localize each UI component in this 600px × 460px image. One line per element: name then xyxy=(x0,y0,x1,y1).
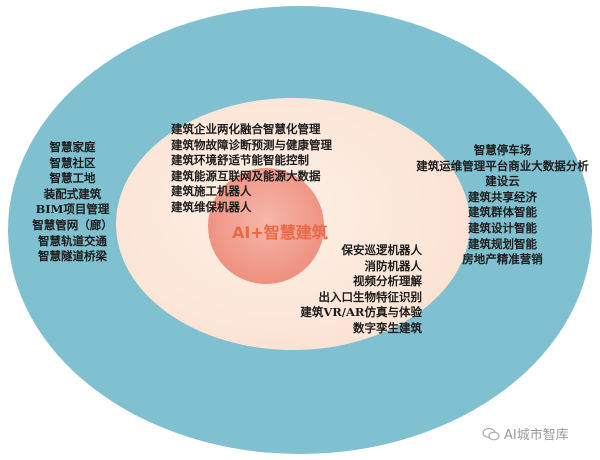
left-list: 智慧家庭 智慧社区 智慧工地 装配式建筑 BIM项目管理 智慧管网（廊） 智慧轨… xyxy=(20,140,125,265)
list-item: 数字孪生建筑 xyxy=(353,320,422,335)
center-title: AI+智慧建筑 xyxy=(232,223,328,242)
core-circle xyxy=(208,168,324,284)
top-list: 建筑企业两化融合智慧化管理 建筑物故障诊断预测与健康管理 建筑环境舒适节能智能控… xyxy=(171,122,332,216)
list-item: 建筑维保机器人 xyxy=(171,199,252,214)
list-item: 装配式建筑 xyxy=(43,186,102,201)
list-item: 建筑环境舒适节能智能控制 xyxy=(171,153,309,168)
watermark-text: AI城市智库 xyxy=(504,428,569,443)
list-item: 建筑VR/AR仿真与体验 xyxy=(300,305,422,320)
list-item: 智慧社区 xyxy=(49,155,96,170)
list-item: 智慧管网（廊） xyxy=(32,217,113,232)
list-item: 视频分析理解 xyxy=(353,274,422,289)
list-item: 建筑施工机器人 xyxy=(171,184,252,199)
list-item: 建筑规划智能 xyxy=(468,236,537,251)
list-item: 智慧隧道桥梁 xyxy=(38,249,107,264)
list-item: 建筑运维管理平台商业大数据分析 xyxy=(416,158,589,173)
list-item: 消防机器人 xyxy=(364,258,423,273)
list-item: 智慧轨道交通 xyxy=(38,233,107,248)
list-item: 建筑企业两化融合智慧化管理 xyxy=(171,122,321,136)
list-item: 保安巡逻机器人 xyxy=(341,243,423,257)
list-item: 智慧家庭 xyxy=(49,140,96,154)
bottom-list: 保安巡逻机器人 消防机器人 视频分析理解 出入口生物特征识别 建筑VR/AR仿真… xyxy=(240,243,422,337)
list-item: 房地产精准营销 xyxy=(462,252,543,267)
list-item: 智慧停车场 xyxy=(473,143,532,157)
list-item: 建筑设计智能 xyxy=(468,220,537,235)
list-item: BIM项目管理 xyxy=(35,202,110,217)
list-item: 建筑能源互联网及能源大数据 xyxy=(171,168,321,183)
list-item: 建设云 xyxy=(485,174,520,189)
list-item: 建筑共享经济 xyxy=(468,189,537,204)
list-item: 建筑物故障诊断预测与健康管理 xyxy=(171,137,332,152)
list-item: 智慧工地 xyxy=(49,171,96,186)
wechat-icon xyxy=(482,427,500,440)
right-list: 智慧停车场 建筑运维管理平台商业大数据分析 建设云 建筑共享经济 建筑群体智能 … xyxy=(405,143,600,268)
list-item: 出入口生物特征识别 xyxy=(318,289,423,304)
watermark: AI城市智库 xyxy=(482,424,569,443)
list-item: 建筑群体智能 xyxy=(468,205,537,220)
